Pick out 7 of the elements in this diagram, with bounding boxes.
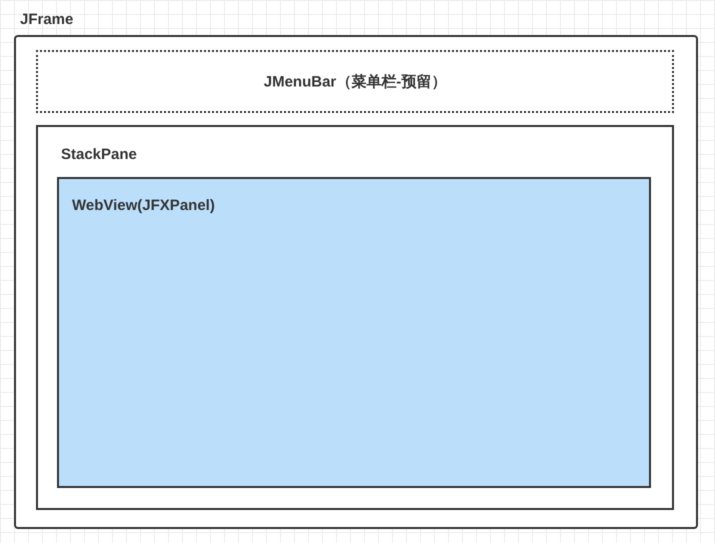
stack-pane-box bbox=[36, 125, 674, 510]
web-view-box bbox=[57, 177, 651, 488]
stack-pane-label: StackPane bbox=[61, 146, 137, 163]
web-view-label: WebView(JFXPanel) bbox=[72, 197, 215, 214]
menu-bar-box bbox=[36, 50, 674, 113]
menu-bar-label: JMenuBar（菜单栏-预留） bbox=[264, 72, 446, 91]
frame-title: JFrame bbox=[20, 11, 74, 28]
